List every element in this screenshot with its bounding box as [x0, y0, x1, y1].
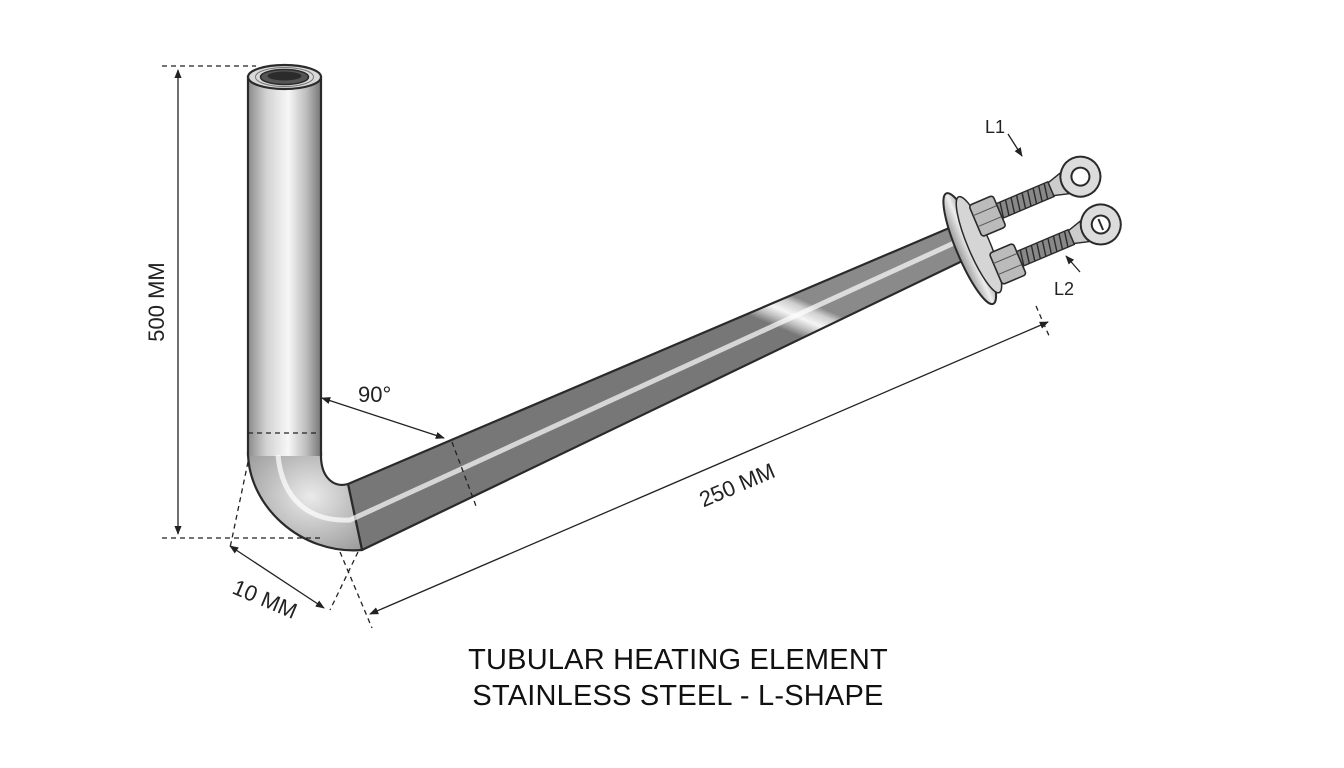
- height-label: 500 MM: [144, 262, 169, 341]
- tube-bend: [246, 450, 364, 552]
- length-label: 250 MM: [696, 458, 779, 512]
- tube-vertical-section: [248, 76, 321, 456]
- length-dimension-line: [369, 321, 1049, 615]
- tube-horizontal-section: [346, 218, 983, 552]
- terminal-l2: [989, 203, 1122, 285]
- angle-label: 90°: [358, 382, 391, 407]
- tube-open-end: [246, 63, 323, 91]
- diameter-label: 10 MM: [229, 574, 301, 623]
- tube: [246, 63, 983, 552]
- terminal-1-label: L1: [985, 117, 1005, 137]
- terminal-head: [942, 155, 1122, 306]
- terminal-l1: [968, 155, 1102, 237]
- terminal-2-label: L2: [1054, 279, 1074, 299]
- caption-line-2: STAINLESS STEEL - L-SHAPE: [472, 680, 884, 712]
- caption-line-1: TUBULAR HEATING ELEMENT: [468, 644, 888, 676]
- diameter-dimension-line: [229, 545, 325, 609]
- dimension-lines: [162, 65, 1081, 629]
